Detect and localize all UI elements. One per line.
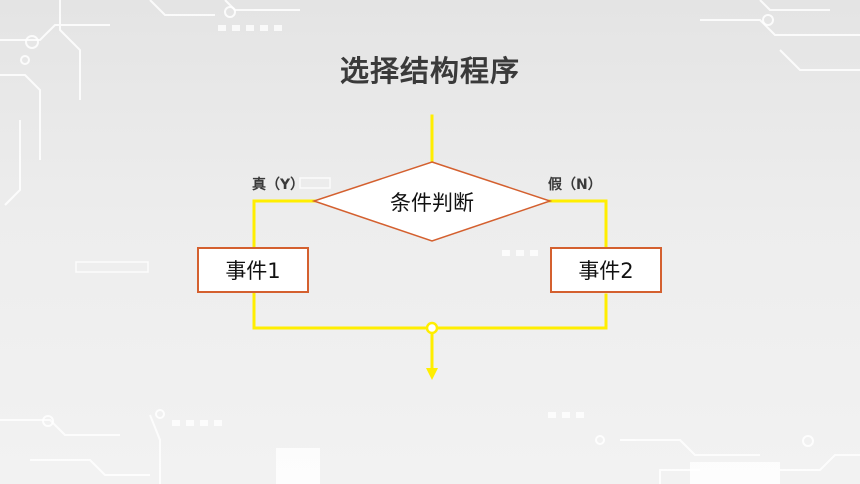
true-branch-line (252, 199, 316, 249)
event-true-label: 事件1 (225, 259, 281, 283)
false-branch-label: 假（N） (548, 177, 602, 193)
condition-label: 条件判断 (390, 191, 474, 215)
merge-node (425, 321, 439, 335)
event-true-box: 事件1 (197, 247, 309, 293)
event-false-box: 事件2 (550, 247, 662, 293)
event-false-label: 事件2 (578, 259, 634, 283)
connector-lines (252, 114, 608, 380)
slide-title: 选择结构程序 (339, 54, 520, 88)
condition-diamond (311, 161, 553, 242)
true-branch-label: 真（Y） (252, 177, 305, 193)
